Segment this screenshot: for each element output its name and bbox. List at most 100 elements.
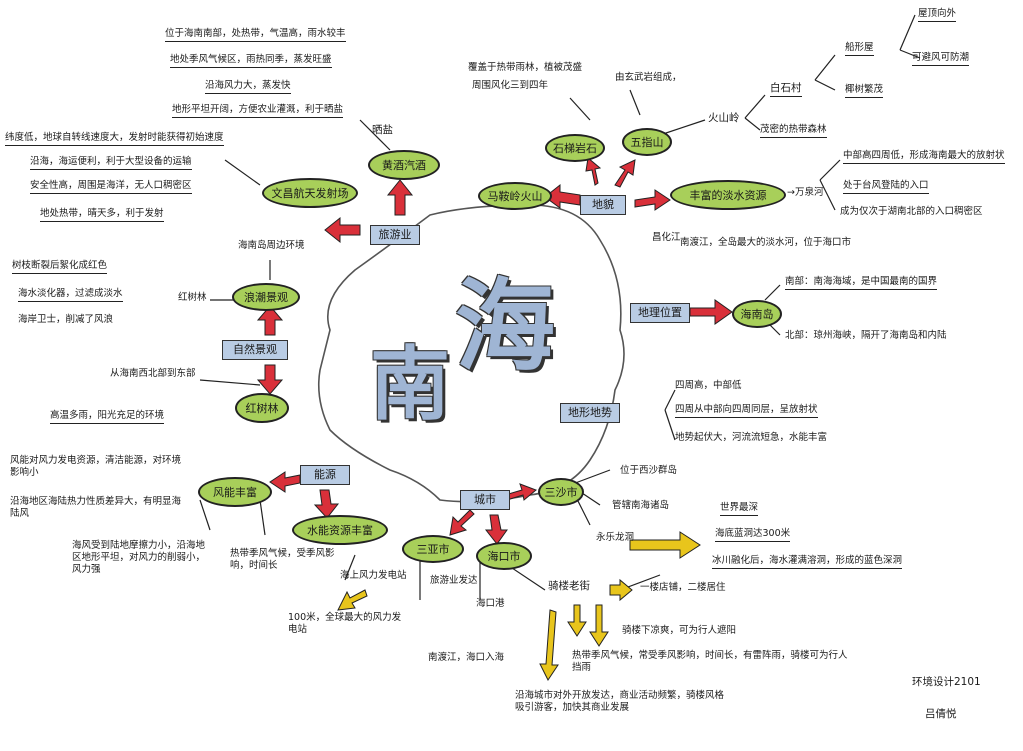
note: 南渡江，全岛最大的淡水河，位于海口市 — [680, 237, 852, 248]
note: 海上风力发电站 — [340, 570, 407, 581]
note: 椰树繁茂 — [845, 84, 884, 98]
node-sansha: 三沙市 — [538, 478, 584, 506]
note: 热带季风气候，受季风影响，时间长 — [230, 548, 335, 571]
note: 北部：琼州海峡，隔开了海南岛和内陆 — [785, 330, 947, 341]
arrow-red — [386, 179, 414, 216]
note: 冰川融化后，海水灌满溶洞，形成的蓝色深洞 — [712, 555, 903, 569]
note: 永乐龙洞 — [596, 532, 635, 543]
note: 位于海南南部，处热带，气温高，雨水较丰 — [165, 28, 346, 42]
note: 热带季风气候，常受季风影响，时间长，有雷阵雨，骑楼可为行人挡雨 — [572, 650, 848, 673]
node-water-res: 丰富的淡水资源 — [670, 180, 786, 210]
note: 地处季风气候区，雨热同季，蒸发旺盛 — [170, 54, 332, 68]
node-energy: 能源 — [300, 465, 350, 485]
arrow-red — [689, 299, 733, 325]
node-mangrove: 红树林 — [235, 393, 289, 423]
note: 一楼店铺，二楼居住 — [640, 582, 726, 593]
note: 从海南西北部到东部 — [110, 368, 196, 379]
arrow-red — [544, 183, 581, 209]
node-haikou: 海口市 — [476, 542, 532, 570]
note: 海水淡化器，过滤成淡水 — [18, 288, 123, 302]
node-natural: 自然景观 — [222, 340, 288, 360]
note: 周围风化三到四年 — [472, 80, 549, 91]
arrow-red — [634, 189, 671, 211]
note: 地处热带，晴天多，利于发射 — [40, 208, 164, 222]
note: 南渡江，海口入海 — [428, 652, 505, 663]
node-hydro: 水能资源丰富 — [292, 515, 388, 545]
note: 中部高四周低，形成海南最大的放射状 — [843, 150, 1005, 164]
arrow-red — [585, 157, 602, 186]
arrow-yellow — [337, 589, 368, 611]
node-huangjiu: 黄酒汽酒 — [368, 150, 440, 180]
node-city: 城市 — [460, 490, 510, 510]
note: 海底蓝洞达300米 — [715, 528, 791, 542]
node-hainan-island: 海南岛 — [732, 300, 782, 328]
node-landform: 地貌 — [580, 195, 626, 215]
arrow-red — [449, 509, 475, 536]
note: 世界最深 — [720, 502, 759, 516]
island-outline — [317, 204, 625, 503]
arrow-yellow — [567, 604, 587, 637]
note: 昌化江 — [652, 232, 681, 243]
note: 沿海地区海陆热力性质差异大，有明显海陆风 — [10, 496, 182, 519]
title-char-nan: 南 — [370, 337, 450, 431]
node-shiniu: 石梯岩石 — [545, 134, 605, 162]
note: 白石村 — [770, 82, 802, 97]
note: 纬度低，地球自转线速度大，发射时能获得初始速度 — [5, 132, 224, 146]
arrow-red — [324, 216, 361, 244]
title-char-hai: 海 — [455, 267, 555, 385]
node-sanya: 三亚市 — [402, 535, 464, 563]
arrow-yellow — [629, 531, 701, 559]
note: 安全性高，周围是海洋，无人口稠密区 — [30, 180, 192, 194]
note: 船形屋 — [845, 42, 874, 56]
note: 骑楼下凉爽，可为行人遮阳 — [622, 625, 737, 636]
note: 100米，全球最大的风力发电站 — [288, 612, 402, 635]
arrow-red — [313, 489, 340, 519]
node-location: 地理位置 — [630, 303, 690, 323]
note: 晒盐 — [372, 124, 393, 136]
node-qilou: 骑楼老街 — [548, 580, 590, 592]
note: 茂密的热带森林 — [760, 124, 827, 138]
node-huxiang: 浪潮景观 — [232, 283, 300, 311]
note: 沿海，海运便利，利于大型设备的运输 — [30, 156, 192, 170]
signature-name: 吕倩悦 — [925, 708, 957, 720]
note: 地形平坦开阔，方便农业灌溉，利于晒盐 — [172, 104, 344, 118]
note: 海风受到陆地摩擦力小，沿海地区地形平坦，对风力的削弱小，风力强 — [72, 540, 206, 575]
note: 海口港 — [476, 598, 505, 609]
note: 南部：南海海域，是中国最南的国界 — [785, 276, 938, 290]
note: 火山岭 — [708, 112, 740, 124]
node-wind: 风能丰富 — [198, 477, 272, 507]
arrow-red — [484, 514, 508, 545]
note: 风能对风力发电资源，清洁能源，对环境影响小 — [10, 455, 182, 478]
arrow-red — [269, 471, 301, 493]
node-terrain: 地形地势 — [560, 403, 620, 423]
arrow-red — [256, 364, 284, 395]
arrow-yellow — [589, 604, 609, 647]
note: 屋顶向外 — [918, 8, 957, 22]
arrow-red — [256, 305, 284, 336]
node-wuzhishan: 五指山 — [622, 128, 672, 156]
note: 管辖南海诸岛 — [612, 500, 670, 511]
note: 四周从中部向四周同层，呈放射状 — [675, 404, 818, 418]
note: →万泉河 — [787, 187, 824, 198]
note: 树枝断裂后絮化成红色 — [12, 260, 108, 274]
note: 四周高，中部低 — [675, 380, 742, 391]
note: 可避风可防潮 — [912, 52, 970, 66]
note: 海南岛周边环境 — [238, 240, 305, 251]
signature-class: 环境设计2101 — [912, 676, 981, 688]
note: 地势起伏大，河流流短急，水能丰富 — [675, 432, 828, 443]
note: 高温多雨，阳光充足的环境 — [50, 410, 165, 424]
note: 处于台风登陆的入口 — [843, 180, 929, 194]
arrow-yellow — [539, 609, 559, 681]
note: 红树林 — [178, 292, 207, 303]
arrow-red — [614, 159, 636, 188]
arrow-yellow — [609, 578, 633, 602]
note: 沿海风力大，蒸发快 — [205, 80, 291, 94]
node-tourism: 旅游业 — [370, 225, 420, 245]
note: 由玄武岩组成， — [615, 72, 682, 83]
note: 位于西沙群岛 — [620, 465, 678, 476]
node-huoshankou: 马鞍岭火山 — [478, 182, 552, 210]
node-wenchang: 文昌航天发射场 — [262, 178, 358, 208]
note: 覆盖于热带雨林，植被茂盛 — [468, 62, 583, 73]
note: 成为仅次于湖南北部的入口稠密区 — [840, 206, 983, 217]
